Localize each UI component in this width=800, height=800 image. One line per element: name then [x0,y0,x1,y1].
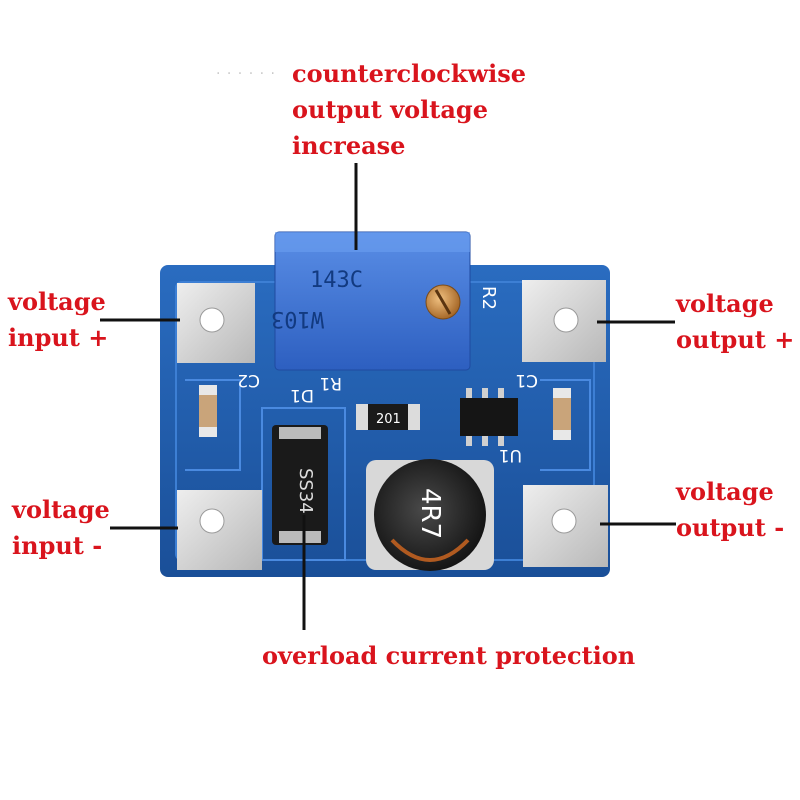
label-protection: overload current protection [262,638,635,674]
pad-input-minus [177,490,262,570]
label-input-minus-line-2: input - [12,531,103,560]
silk-u1: U1 [499,445,522,465]
silk-r1: R1 [319,373,342,393]
diode-marking: SS34 [295,468,316,514]
resistor-r1: 201 [356,404,420,430]
watermark: · · · · · · [216,66,276,82]
capacitor-c1 [553,388,571,440]
label-input-minus: voltage input - [12,492,110,564]
pot-marking-bottom: W103 [271,306,324,331]
label-input-minus-line-1: voltage [12,495,110,524]
pad-output-plus [522,280,606,362]
label-input-plus-line-1: voltage [8,287,106,316]
label-output-minus-line-2: output - [676,513,785,542]
pad-input-plus [177,283,255,363]
label-potentiometer-line-2: output voltage [292,95,488,124]
label-output-plus-line-2: output + [676,325,795,354]
label-potentiometer-line-3: increase [292,131,406,160]
label-output-minus-line-1: voltage [676,477,774,506]
diode-ss34: SS34 [272,425,328,545]
label-potentiometer: counterclockwise output voltage increase [292,56,526,164]
potentiometer: 143C W103 [271,231,471,371]
label-output-minus: voltage output - [676,474,784,546]
silk-c1: C1 [515,370,538,390]
pad-output-minus [523,485,608,567]
silk-c2: C2 [237,370,260,390]
label-output-plus: voltage output + [676,286,794,358]
silk-d1: D1 [290,385,314,405]
label-protection-text: overload current protection [262,641,636,670]
label-output-plus-line-1: voltage [676,289,774,318]
resistor-code: 201 [376,412,401,427]
label-input-plus: voltage input + [8,284,108,356]
pcb-trace [540,379,591,471]
inductor-4r7: 4R7 [366,459,494,571]
label-potentiometer-line-1: counterclockwise [292,59,527,88]
pot-marking-top: 143C [310,268,363,293]
ic-u1 [460,388,518,446]
pcb-trace [185,379,241,471]
capacitor-c2 [199,385,217,437]
label-input-plus-line-2: input + [8,323,109,352]
silk-r2: R2 [478,286,499,310]
inductor-marking: 4R7 [415,488,445,539]
